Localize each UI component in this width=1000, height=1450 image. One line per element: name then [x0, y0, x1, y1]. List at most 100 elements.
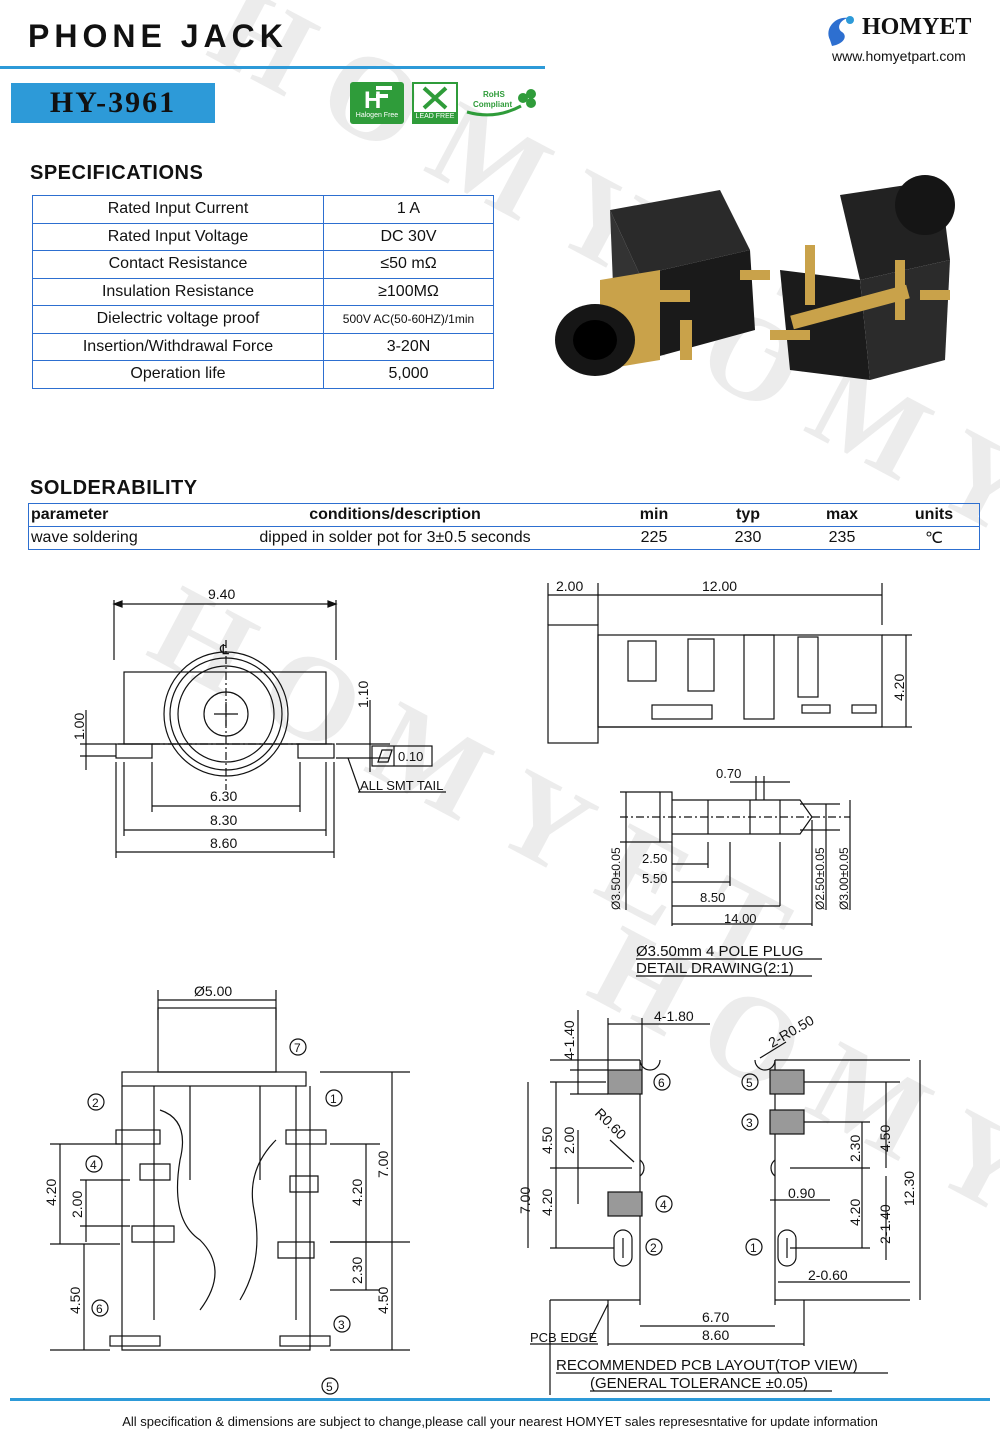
dim-4-20-right: 4.20 [349, 1179, 365, 1206]
column-header: conditions/description [183, 503, 607, 527]
bottom-view-drawing: Ø5.00 7 1 2 4 6 3 5 4.20 2.00 4.50 4.20 [43, 983, 410, 1395]
brand-url: www.homyetpart.com [832, 48, 966, 64]
dim-4-50-right: 4.50 [375, 1287, 391, 1314]
dim-1-00: 1.00 [71, 713, 87, 740]
spec-value: DC 30V [323, 222, 494, 251]
spec-value: 1 A [323, 195, 494, 224]
dim-2-50: 2.50 [642, 851, 667, 866]
plug-caption-line1: Ø3.50mm 4 POLE PLUG [636, 943, 804, 960]
column-header: parameter [28, 503, 183, 527]
svg-text:H: H [364, 87, 381, 112]
side-view-drawing: 2.00 12.00 4.20 [547, 578, 912, 744]
rohs-badge: RoHS Compliant [465, 86, 539, 120]
dim-4-1-80: 4-1.80 [654, 1008, 694, 1024]
dim-2-0-60: 2-0.60 [808, 1267, 848, 1283]
solderability-heading: SOLDERABILITY [30, 477, 198, 499]
dim-0-90-pcb: 0.90 [788, 1185, 815, 1201]
callout-3: 3 [338, 1318, 345, 1332]
spec-label: Insertion/Withdrawal Force [32, 332, 324, 361]
dim-dia-2-50: Ø2.50±0.05 [813, 847, 827, 910]
halogen-free-badge: H Halogen Free [350, 82, 404, 124]
dim-1-10: 1.10 [355, 681, 371, 708]
dim-9-40: 9.40 [208, 586, 235, 602]
dim-4-20-pcb-right: 4.20 [847, 1199, 863, 1226]
dim-2-30-right: 2.30 [349, 1257, 365, 1284]
dim-4-1-40: 4-1.40 [561, 1020, 577, 1060]
rohs-leaf-icon [466, 89, 536, 117]
table-cell: 235 [828, 529, 856, 546]
solderability-table: parameter conditions/description min typ… [28, 503, 980, 550]
dim-6-30: 6.30 [210, 788, 237, 804]
table-cell: dipped in solder pot for 3±0.5 seconds [259, 529, 531, 546]
halogen-free-label: Halogen Free [355, 112, 399, 119]
spec-label: Rated Input Current [32, 195, 324, 224]
dim-2-30-pcb: 2.30 [847, 1135, 863, 1162]
dim-5-50: 5.50 [642, 871, 667, 886]
spec-label: Dielectric voltage proof [32, 305, 324, 334]
spec-value: ≥100MΩ [323, 277, 494, 306]
table-cell: wave soldering [31, 529, 138, 546]
dim-12-30: 12.30 [901, 1171, 917, 1206]
pcb-layout-drawing: 4-1.80 4-1.40 2-R0.50 6 5 3 4 2 1 R0.60 … [517, 1008, 921, 1395]
pcb-callout-4: 4 [660, 1198, 667, 1212]
pcb-callout-1: 1 [750, 1241, 757, 1255]
column-header: units [889, 503, 980, 527]
dim-14-00: 14.00 [724, 911, 757, 926]
product-photo [555, 175, 955, 380]
dim-0-70: 0.70 [716, 766, 741, 781]
dim-12-00: 12.00 [702, 578, 737, 594]
dim-r0-60: R0.60 [592, 1105, 630, 1143]
dim-4-50-pcb: 4.50 [539, 1127, 555, 1154]
callout-5: 5 [326, 1380, 333, 1394]
callout-4: 4 [90, 1158, 97, 1172]
dim-8-30: 8.30 [210, 812, 237, 828]
spec-label: Insulation Resistance [32, 277, 324, 306]
lead-free-icon [422, 86, 448, 110]
rohs-compliant-label: Compliant [473, 100, 513, 109]
table-header-row: parameter conditions/description min typ… [28, 503, 980, 527]
plug-detail-drawing: 0.70 Ø3.50±0.05 2.50 5.50 8.50 14.00 Ø2.… [609, 766, 851, 977]
dim-4-50-left: 4.50 [67, 1287, 83, 1314]
homyet-logo-icon [828, 16, 854, 46]
dim-2-1-40: 2-1.40 [877, 1204, 893, 1244]
dim-dia-5-00: Ø5.00 [194, 983, 232, 999]
table-cell: 225 [640, 529, 668, 546]
smt-tail-note: ALL SMT TAIL [360, 778, 443, 793]
pcb-caption-line1: RECOMMENDED PCB LAYOUT(TOP VIEW) [556, 1357, 858, 1374]
dim-4-20-left: 4.20 [43, 1179, 59, 1206]
pcb-caption-line2: (GENERAL TOLERANCE ±0.05) [590, 1375, 808, 1392]
flatness-tolerance: 0.10 [398, 749, 423, 764]
model-number-badge: HY-3961 [11, 83, 215, 123]
footer-divider [10, 1398, 990, 1401]
table-row: Contact Resistance≤50 mΩ [32, 250, 494, 279]
specifications-heading: SPECIFICATIONS [30, 162, 204, 184]
pcb-callout-5: 5 [746, 1076, 753, 1090]
footer-disclaimer: All specification & dimensions are subje… [122, 1414, 878, 1429]
dim-dia-3-50: Ø3.50±0.05 [609, 847, 623, 910]
plug-caption-line2: DETAIL DRAWING(2:1) [636, 960, 794, 977]
brand-name: HOMYET [862, 14, 972, 40]
front-view-drawing: 9.40 ℄ 1.10 1.00 0.10 ALL SMT TAIL 6.30 … [71, 586, 446, 858]
table-row: wave soldering dipped in solder pot for … [29, 527, 980, 550]
pcb-edge-label: PCB EDGE [530, 1330, 598, 1345]
dim-dia-3-00: Ø3.00±0.05 [837, 847, 851, 910]
dim-4-20-pcb: 4.20 [539, 1189, 555, 1216]
spec-value: 500V AC(50-60HZ)/1min [323, 305, 494, 334]
spec-value: 3-20N [323, 332, 494, 361]
callout-1: 1 [330, 1092, 337, 1106]
dim-6-70-pcb: 6.70 [702, 1309, 729, 1325]
pcb-callout-3: 3 [746, 1116, 753, 1130]
dim-8-60: 8.60 [210, 835, 237, 851]
phone-jack-rear-image [770, 175, 955, 380]
column-header: min [607, 503, 701, 527]
spec-label: Rated Input Voltage [32, 222, 324, 251]
table-row: Insulation Resistance≥100MΩ [32, 277, 494, 306]
callout-7: 7 [294, 1041, 301, 1055]
lead-free-badge: LEAD FREE [412, 82, 458, 124]
dim-2-00: 2.00 [556, 578, 583, 594]
